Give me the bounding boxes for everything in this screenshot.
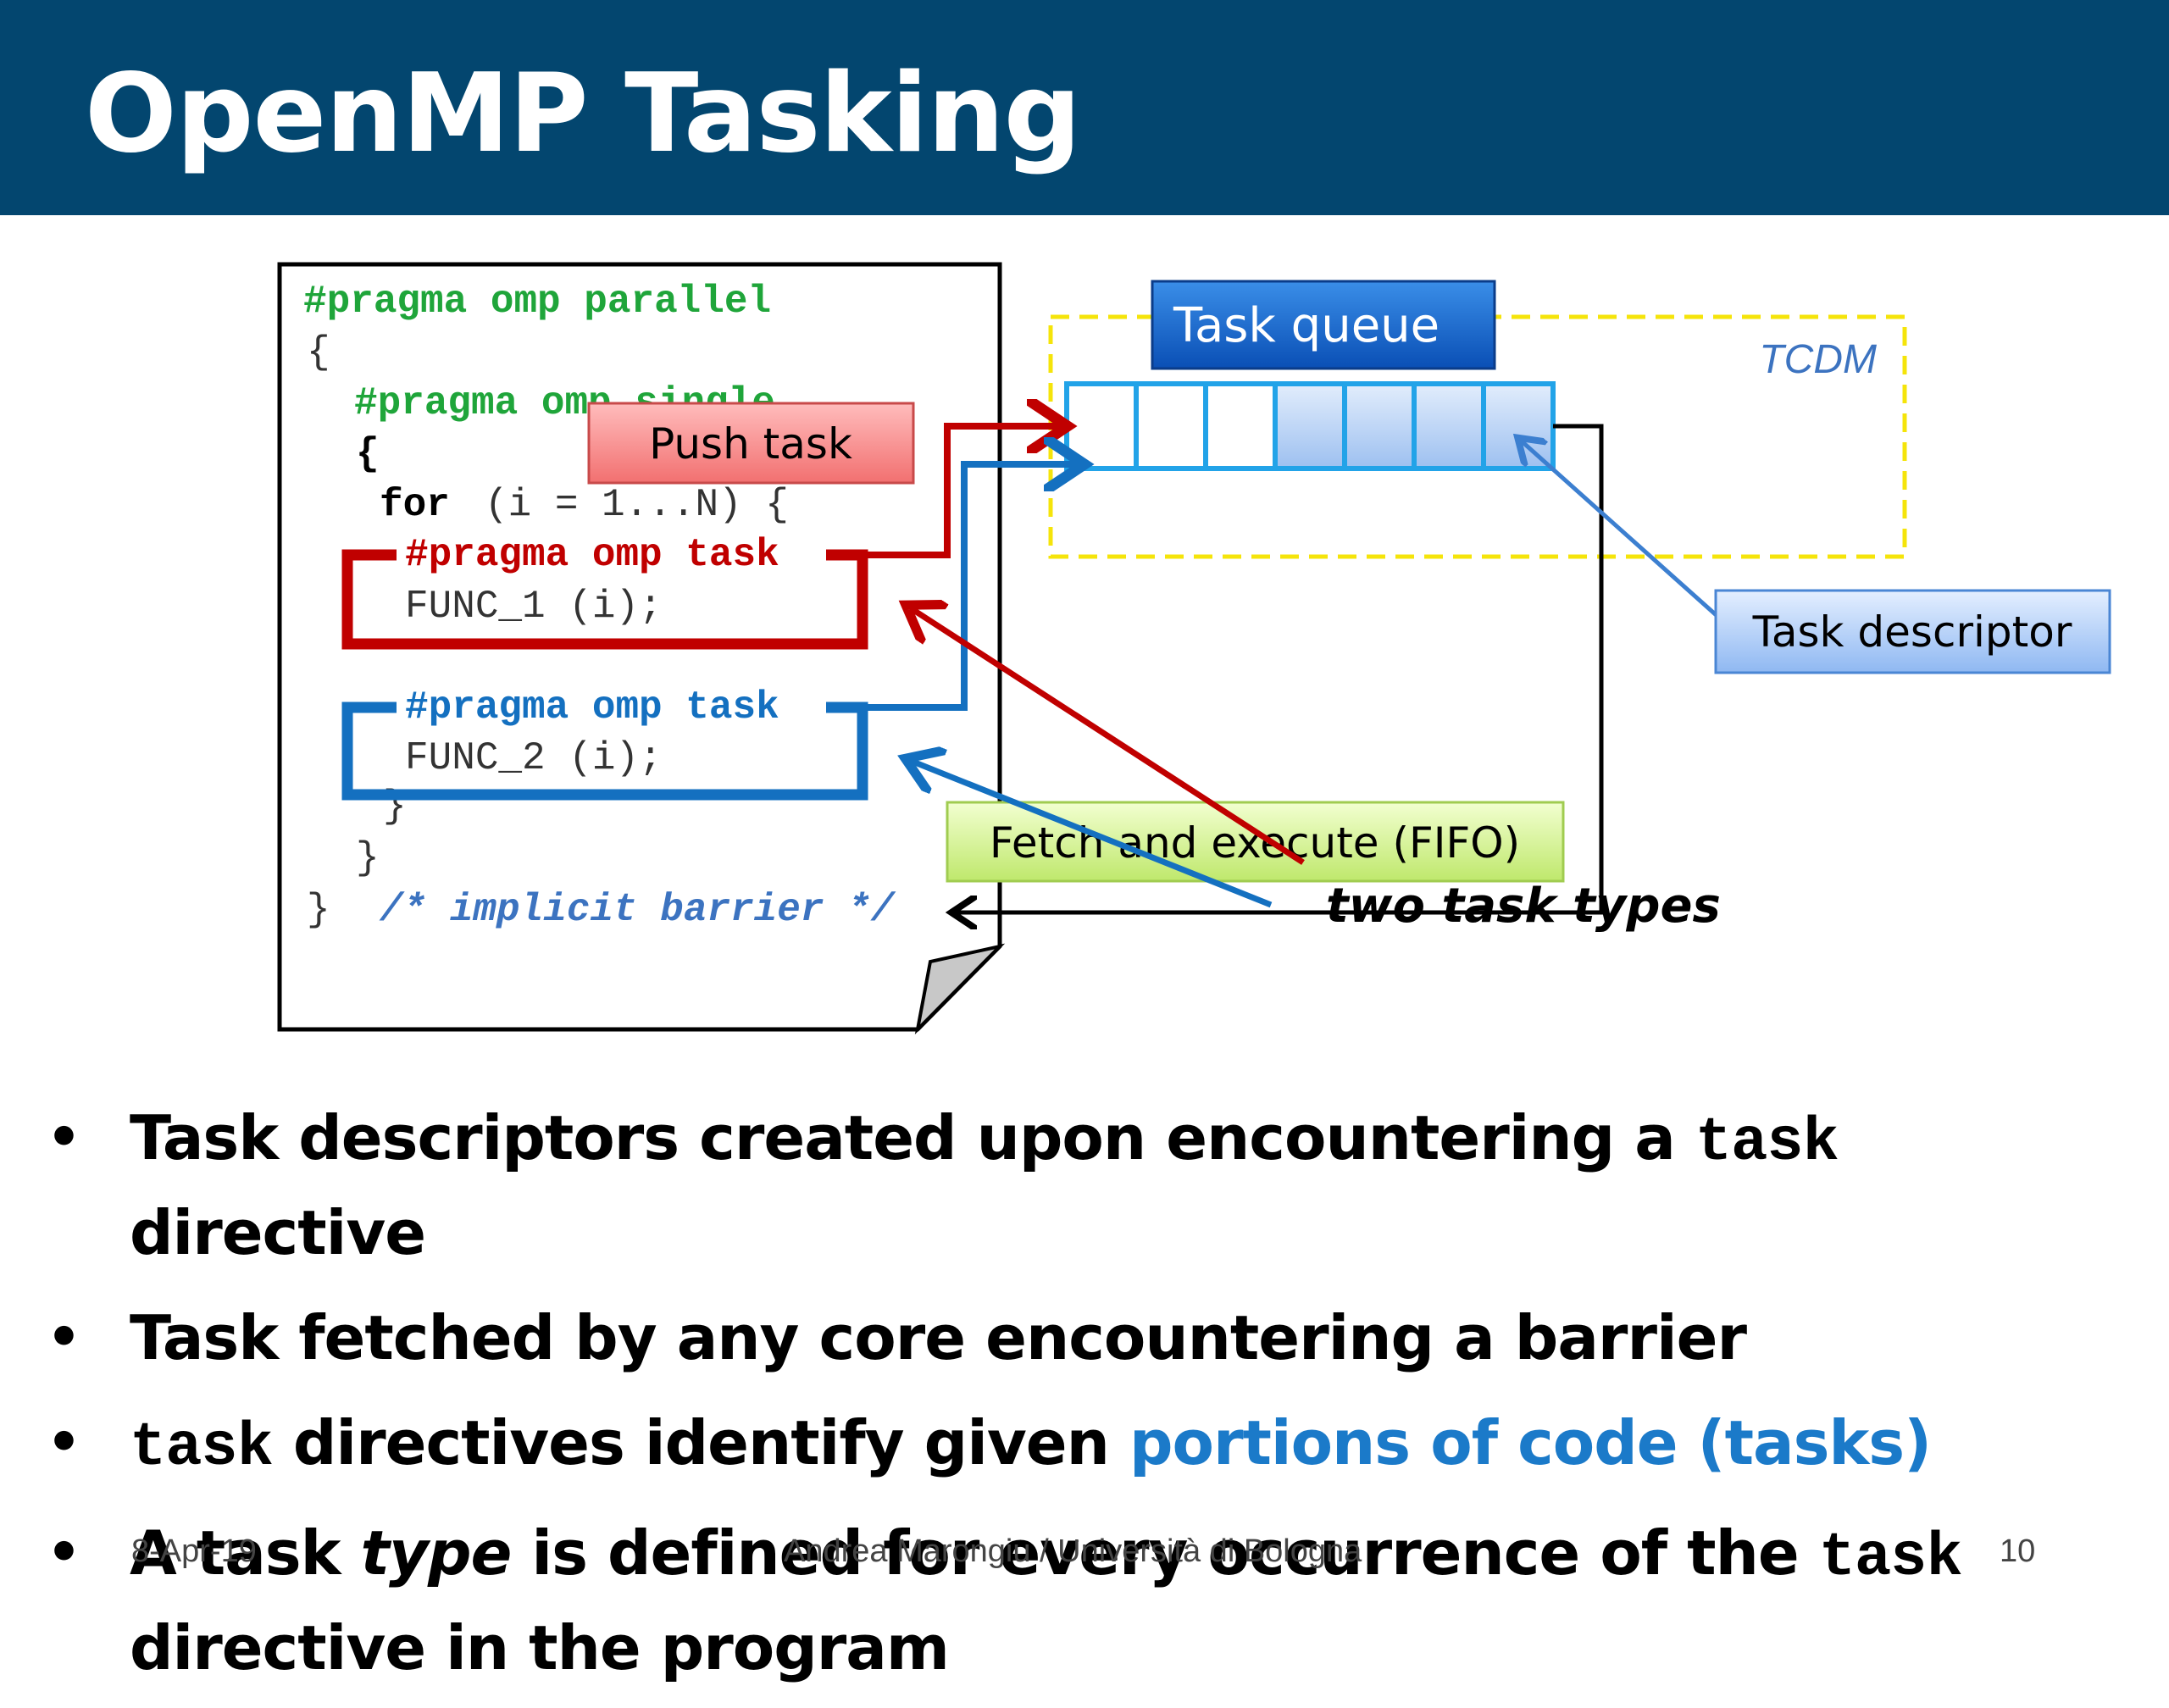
task-queue-cells (1064, 381, 1556, 471)
code-close-single: } (356, 836, 380, 880)
footer-author: Andrea Marongiu / Università di Bologna (784, 1533, 1362, 1569)
bullet-dot: • (47, 1306, 81, 1369)
bullet-highlight: portions of code (tasks) (1129, 1407, 1932, 1478)
two-task-types-label: two task types (1326, 879, 1721, 934)
descriptor-pointer-arrow (1521, 441, 1722, 620)
fetch-return-arrow (956, 424, 1604, 912)
bullet-code: task (1818, 1523, 1963, 1593)
bullet-text: A task (130, 1517, 361, 1589)
code-keyword-for: for (380, 483, 450, 527)
code-listing: #pragma omp parallel { #pragma omp singl… (303, 280, 896, 932)
fetch-arrow-task2 (911, 761, 1273, 908)
slide-title: OpenMP Tasking (85, 51, 1081, 177)
bullet-dot: • (47, 1411, 81, 1474)
push-task-label: Push task (649, 419, 852, 469)
bullet-text: directive in the program (130, 1612, 950, 1683)
bullet-list: • Task descriptors created upon encounte… (47, 1093, 2131, 1708)
task-descriptor-box (1714, 589, 2111, 674)
fetch-arrow-task1 (911, 608, 1305, 865)
code-task2-body: FUNC_2 (i); (405, 736, 663, 780)
bullet-text: directive (130, 1197, 426, 1268)
queue-cell-empty (1203, 381, 1278, 471)
bullet-text: Task fetched by any core encountering a … (130, 1302, 1747, 1373)
code-line-parallel: #pragma omp parallel (303, 280, 771, 324)
queue-cell-filled (1481, 381, 1556, 471)
queue-cell-filled (1342, 381, 1417, 471)
bullet-item: • Task fetched by any core encountering … (47, 1293, 2131, 1383)
title-bar (0, 0, 2169, 215)
bullet-code: task (1695, 1108, 1839, 1178)
bullet-code: task (130, 1413, 274, 1483)
queue-cell-filled (1273, 381, 1347, 471)
queue-cell-empty (1064, 381, 1139, 471)
push-arrow-task2 (863, 464, 1078, 711)
bullet-text: directives identify given (272, 1407, 1129, 1478)
task2-bracket (341, 702, 868, 801)
footer-date: 8-Apr-19 (131, 1533, 257, 1569)
code-line-open-single: { (356, 432, 380, 476)
footer-page-number: 10 (2000, 1533, 2036, 1569)
bullet-dot: • (47, 1522, 81, 1584)
bullet-item: • Task descriptors created upon encounte… (47, 1093, 2131, 1278)
bullet-text: Task descriptors created upon encounteri… (130, 1102, 1695, 1173)
bullet-dot: • (47, 1106, 81, 1169)
code-close-parallel: } (307, 888, 330, 932)
document-fold (914, 943, 1006, 1035)
task-queue-label: Task queue (1173, 298, 1440, 353)
push-task-box (587, 402, 915, 485)
bullet-italic: type (360, 1517, 513, 1589)
code-task2-pragma: #pragma omp task (405, 685, 779, 729)
code-task1-body: FUNC_1 (i); (405, 585, 663, 629)
push-arrow-task1 (863, 426, 1061, 558)
task-descriptor-label: Task descriptor (1752, 607, 2072, 657)
code-task1-pragma: #pragma omp task (405, 533, 779, 577)
code-line-open: { (307, 330, 330, 374)
queue-cell-filled (1412, 381, 1486, 471)
task1-bracket (341, 549, 868, 650)
task-queue-box (1151, 280, 1496, 370)
tasking-diagram: TCDM Task queue Task descriptor #pragma … (277, 262, 2111, 1035)
tcdm-label: TCDM (1759, 337, 1877, 382)
code-for-range: (i = 1...N) { (485, 483, 789, 527)
queue-cell-empty (1134, 381, 1208, 471)
bullet-text: is defined for every occurrence of the (511, 1517, 1819, 1589)
bullet-item: • task directives identify given portion… (47, 1398, 2131, 1493)
code-comment-barrier: /* implicit barrier */ (379, 888, 896, 932)
